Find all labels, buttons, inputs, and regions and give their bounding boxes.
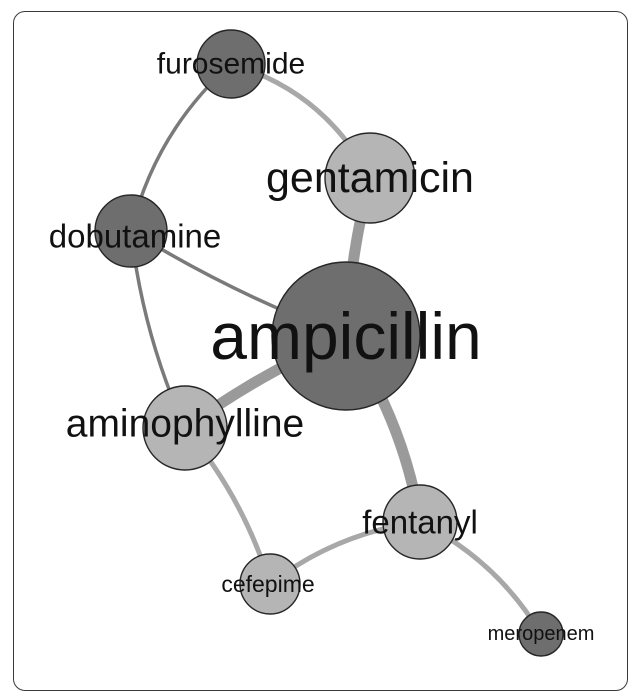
node-label-cefepime: cefepime <box>221 571 314 597</box>
node-label-furosemide: furosemide <box>157 48 305 81</box>
drug-network-graph: furosemide gentamicin dobutamine ampicillin… <box>49 29 595 657</box>
node-label-ampicillin: ampicillin <box>210 299 481 373</box>
node-fentanyl[interactable] <box>382 484 458 560</box>
node-meropenem[interactable] <box>518 611 564 657</box>
node-label-gentamicin: gentamicin <box>266 154 474 202</box>
node-cefepime[interactable] <box>239 553 301 615</box>
node-layer <box>94 29 564 657</box>
node-ampicillin[interactable] <box>271 261 421 411</box>
node-label-meropenem: meropenem <box>488 623 595 645</box>
node-dobutamine[interactable] <box>94 194 168 268</box>
node-furosemide[interactable] <box>196 29 266 99</box>
node-gentamicin[interactable] <box>324 132 416 224</box>
node-label-aminophylline: aminophylline <box>66 403 304 446</box>
node-label-dobutamine: dobutamine <box>49 218 221 255</box>
label-layer: furosemide gentamicin dobutamine ampicillin… <box>49 48 595 646</box>
node-label-fentanyl: fentanyl <box>362 504 478 541</box>
node-aminophylline[interactable] <box>142 385 228 471</box>
